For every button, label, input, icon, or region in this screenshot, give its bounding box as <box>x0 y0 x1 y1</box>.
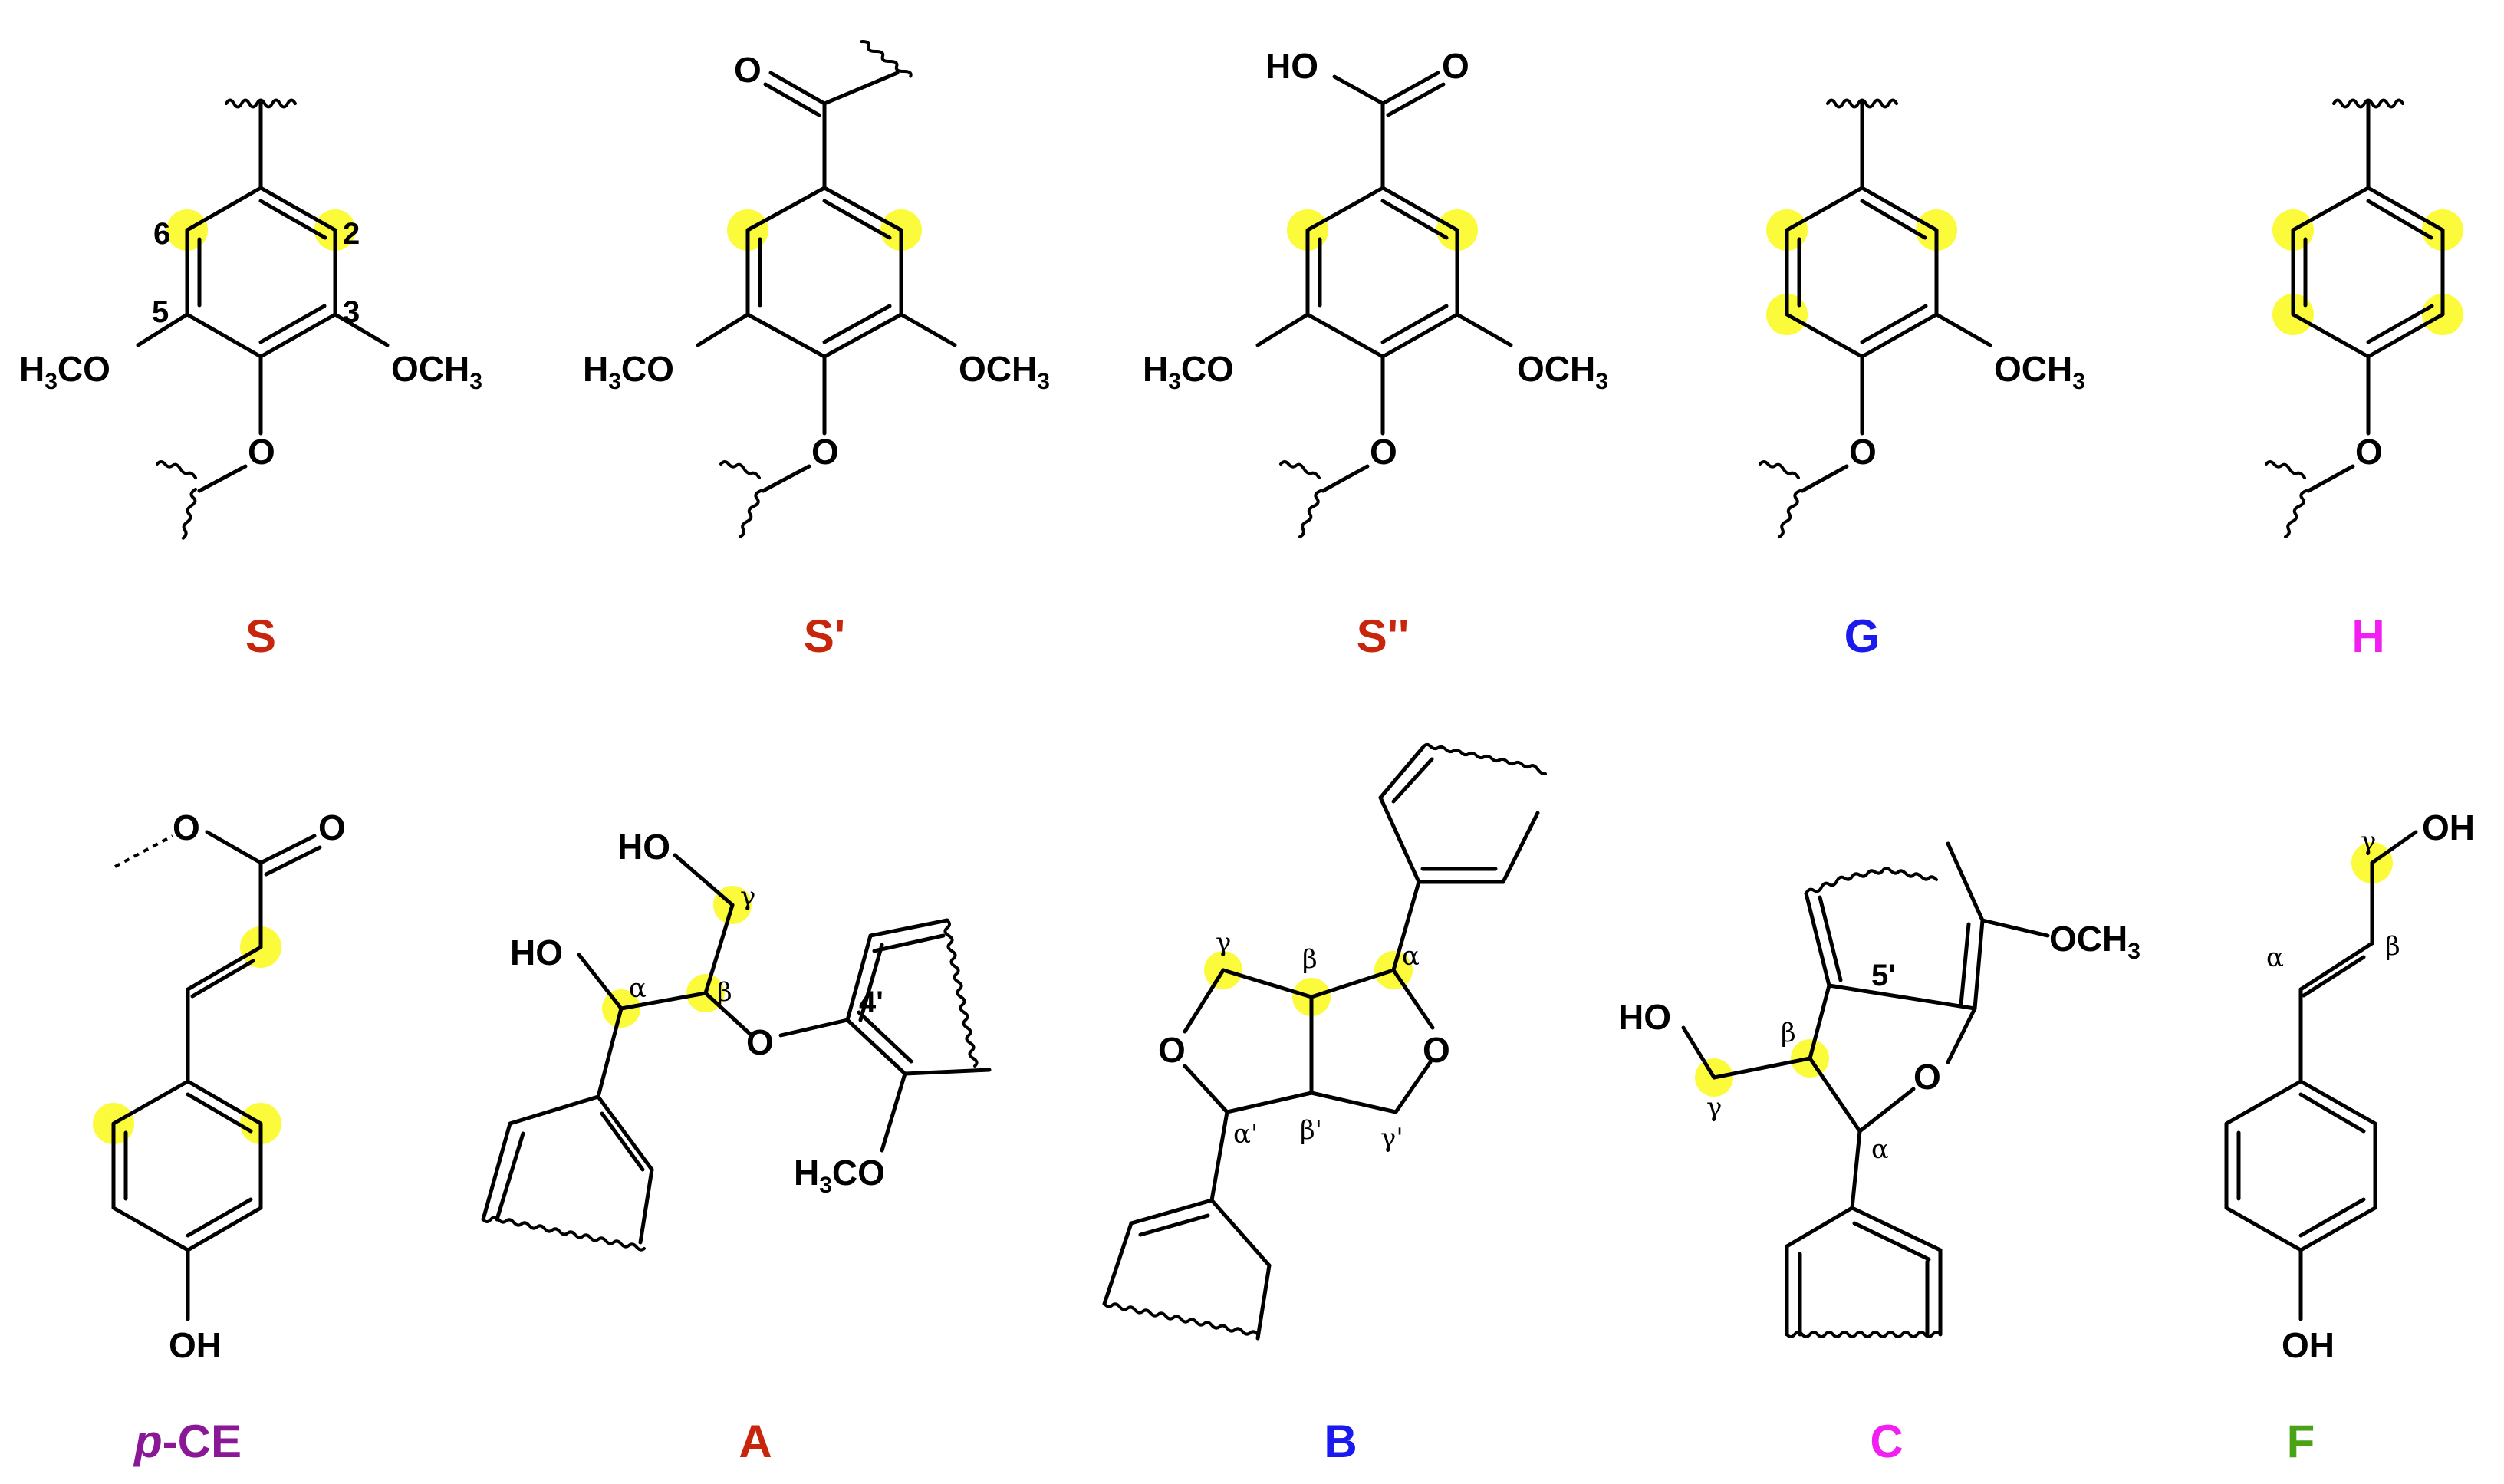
ether-oxygen-label: O <box>746 1022 774 1062</box>
carbonyl-oxygen-label: O <box>318 808 346 847</box>
carbonyl-oxygen-label: O <box>1442 46 1469 86</box>
alpha-label: α <box>2266 943 2284 973</box>
structure-label-g: G <box>1844 610 1880 662</box>
gamma-label: γ <box>2361 826 2376 857</box>
position-number: 3 <box>343 295 360 329</box>
structure-g: OCH3 O G <box>1759 98 2085 662</box>
methoxy-left-label: H3CO <box>583 349 674 394</box>
structure-label-b: B <box>1324 1416 1357 1467</box>
ring-oxygen-left-label: O <box>1158 1030 1186 1070</box>
alpha-label: α <box>1402 941 1420 972</box>
beta-label: β <box>717 977 732 1008</box>
position-number: 2 <box>343 217 360 251</box>
hydroxyl-gamma-label: HO <box>617 827 670 867</box>
ether-oxygen-label: O <box>1370 432 1397 472</box>
ester-oxygen-label: O <box>173 808 200 847</box>
structure-label-s: S <box>245 610 276 662</box>
ether-oxygen-label: O <box>1849 432 1877 472</box>
position-4-prime-label: 4' <box>859 985 883 1019</box>
hydroxyl-bottom-label: OH <box>2282 1325 2335 1365</box>
beta-label: β <box>1781 1018 1796 1048</box>
structure-h: O H <box>2265 98 2463 662</box>
gamma-label: γ <box>1706 1092 1722 1123</box>
ether-oxygen-label: O <box>2355 432 2383 472</box>
ring-oxygen-label: O <box>1913 1057 1941 1097</box>
carbonyl-oxygen-label: O <box>734 50 762 90</box>
gamma-prime-label: γ' <box>1380 1123 1403 1153</box>
hydroxyl-top-label: OH <box>2422 808 2475 847</box>
hydroxyl-alpha-label: HO <box>510 933 563 972</box>
hydroxyl-label: HO <box>1265 46 1318 86</box>
structure-b: O O γ β α α' β' γ' B <box>1102 742 1547 1467</box>
methoxy-left-label: H3CO <box>19 349 110 394</box>
alpha-label: α <box>629 973 647 1004</box>
phenol-hydroxyl-label: OH <box>169 1325 222 1365</box>
structure-label-p-ce: p-CE <box>133 1416 242 1467</box>
beta-label: β <box>1302 944 1318 975</box>
methoxy-label: OCH3 <box>2049 919 2140 964</box>
structure-label-c: C <box>1870 1416 1903 1467</box>
position-5-prime-label: 5' <box>1871 959 1896 992</box>
structure-c: OCH3 HO O 5' β γ α C <box>1618 841 2140 1467</box>
structure-s: H3CO OCH3 O 6 2 5 3 S <box>19 98 482 662</box>
ring-oxygen-right-label: O <box>1423 1030 1450 1070</box>
beta-label: β <box>2385 931 2400 962</box>
structure-s-double-prime: HO O H3CO OCH3 O S'' <box>1143 46 1608 662</box>
structure-p-ce: O O OH p-CE <box>93 808 346 1467</box>
methoxy-left-label: H3CO <box>1143 349 1234 394</box>
structure-a: HO HO O H3CO 4' α β γ A <box>481 827 992 1467</box>
position-number: 5 <box>152 295 169 329</box>
structure-label-f: F <box>2287 1416 2315 1467</box>
beta-prime-label: β' <box>1300 1115 1322 1146</box>
methoxy-right-label: OCH3 <box>1517 349 1608 394</box>
methoxy-label: H3CO <box>794 1153 885 1198</box>
structure-s-prime: O H3CO OCH3 O S' <box>583 40 1050 662</box>
ether-oxygen-label: O <box>811 432 839 472</box>
gamma-label: γ <box>740 881 755 912</box>
position-number: 6 <box>153 217 170 251</box>
ether-oxygen-label: O <box>248 432 275 472</box>
alpha-prime-label: α' <box>1233 1119 1258 1150</box>
methoxy-right-label: OCH3 <box>959 349 1050 394</box>
methoxy-right-label: OCH3 <box>391 349 482 394</box>
gamma-label: γ <box>1216 927 1231 958</box>
structure-label-h: H <box>2351 610 2384 662</box>
hydroxyl-label: HO <box>1618 997 1671 1037</box>
structure-label-s-double-prime: S'' <box>1357 610 1410 662</box>
structure-label-s-prime: S' <box>804 610 845 662</box>
structure-f: OH OH γ α β F <box>2224 808 2475 1467</box>
structure-label-a: A <box>739 1416 772 1467</box>
alpha-label: α <box>1871 1134 1889 1165</box>
methoxy-right-label: OCH3 <box>1994 349 2085 394</box>
